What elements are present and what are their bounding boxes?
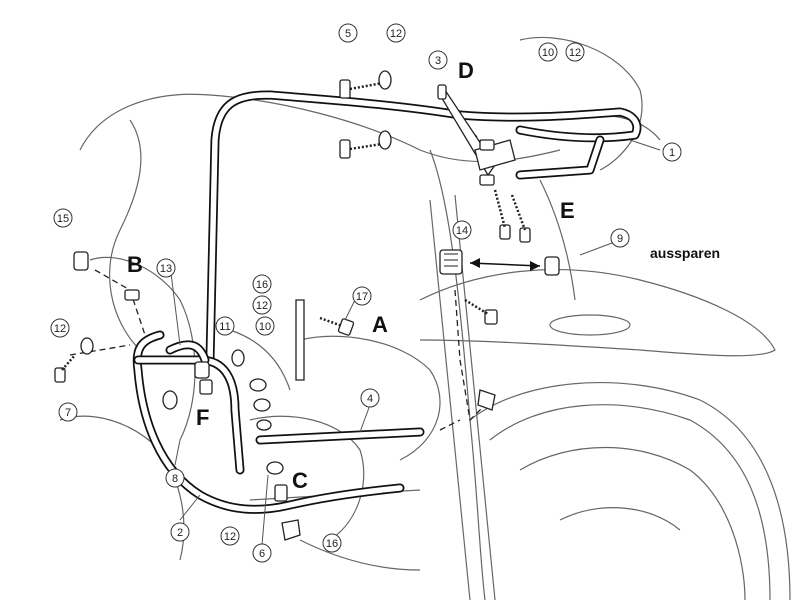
leader-lines: [169, 139, 661, 546]
callout-12-top: 12: [386, 23, 406, 43]
svg-text:12: 12: [390, 28, 402, 40]
svg-text:9: 9: [617, 233, 623, 245]
callouts: 1 2 3 4 5 6 7 8 9 10 12 12 10 11 12 12 1…: [50, 23, 682, 563]
callout-3: 3: [428, 50, 448, 70]
callout-10-top: 10: [538, 42, 558, 62]
callout-13: 13: [156, 258, 176, 278]
svg-text:12: 12: [256, 300, 268, 312]
svg-text:12: 12: [569, 47, 581, 59]
callout-5: 5: [338, 23, 358, 43]
callout-12-bottom: 12: [220, 526, 240, 546]
callout-12-mid: 12: [252, 295, 272, 315]
callout-16-mid: 16: [252, 274, 272, 294]
svg-text:14: 14: [456, 225, 468, 237]
svg-text:10: 10: [542, 47, 554, 59]
callout-1: 1: [662, 142, 682, 162]
svg-text:17: 17: [356, 291, 368, 303]
svg-text:11: 11: [219, 321, 230, 333]
callout-11: 11: [215, 316, 235, 336]
svg-text:3: 3: [435, 55, 441, 67]
label-d: D: [458, 58, 474, 83]
callout-8: 8: [165, 468, 185, 488]
letter-labels: A B C D E F: [127, 58, 575, 493]
svg-text:15: 15: [57, 213, 69, 225]
callout-4: 4: [360, 388, 380, 408]
label-e: E: [560, 198, 575, 223]
callout-7: 7: [58, 402, 78, 422]
callout-2: 2: [170, 522, 190, 542]
callout-10-mid: 10: [255, 316, 275, 336]
label-c: C: [292, 468, 308, 493]
svg-text:12: 12: [224, 531, 236, 543]
svg-text:13: 13: [160, 263, 172, 275]
svg-text:5: 5: [345, 28, 351, 40]
svg-text:7: 7: [65, 407, 71, 419]
callout-16-bottom: 16: [322, 533, 342, 553]
callout-6: 6: [252, 543, 272, 563]
callout-12-left: 12: [50, 318, 70, 338]
upper-crash-bar: [205, 90, 642, 365]
svg-text:12: 12: [54, 323, 66, 335]
svg-text:16: 16: [326, 538, 338, 550]
front-bar-e: [515, 135, 605, 180]
svg-text:2: 2: [177, 527, 183, 539]
svg-text:16: 16: [256, 279, 268, 291]
callout-17: 17: [352, 286, 372, 306]
label-a: A: [372, 312, 388, 337]
callout-15: 15: [53, 208, 73, 228]
svg-text:1: 1: [669, 147, 675, 159]
svg-text:8: 8: [172, 473, 178, 485]
svg-text:10: 10: [259, 321, 271, 333]
callout-12-top-right: 12: [565, 42, 585, 62]
label-b: B: [127, 252, 143, 277]
svg-text:6: 6: [259, 548, 265, 560]
aussparen-note: aussparen: [650, 245, 720, 261]
motorcycle-sketch: [59, 36, 791, 600]
hardware: [54, 70, 560, 541]
callout-9: 9: [610, 228, 630, 248]
label-f: F: [196, 405, 209, 430]
svg-text:4: 4: [367, 393, 373, 405]
callout-14: 14: [452, 220, 472, 240]
